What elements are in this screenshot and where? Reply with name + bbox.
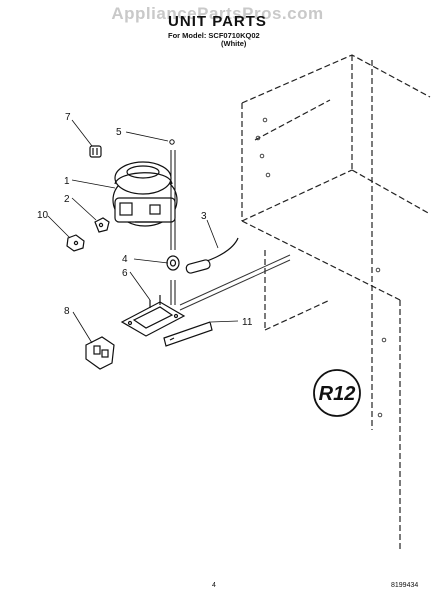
refrigerant-badge: R12 [313, 369, 361, 417]
callout-6: 6 [122, 268, 128, 279]
callout-8: 8 [64, 306, 70, 317]
color-variant: (White) [221, 39, 247, 48]
base-rail [179, 254, 291, 311]
callout-5: 5 [116, 127, 122, 138]
callout-4: 4 [122, 254, 128, 265]
callout-3: 3 [201, 211, 207, 222]
terminal-cover [66, 234, 85, 252]
callout-2: 2 [64, 194, 70, 205]
cord-bracket [85, 336, 115, 370]
grommet [166, 255, 180, 271]
document-number: 8199434 [391, 582, 419, 589]
page-number: 4 [212, 582, 216, 589]
cabinet-fasteners [255, 117, 387, 418]
refrigerant-badge-text: R12 [319, 383, 356, 405]
process-tube [169, 139, 176, 305]
callout-10: 10 [37, 210, 49, 221]
clip [94, 217, 110, 233]
model-line: For Model: SCF0710KQ02 [168, 31, 260, 40]
mounting-bracket [120, 295, 186, 337]
callout-7: 7 [65, 112, 71, 123]
page-title: UNIT PARTS [168, 13, 267, 30]
relay-connector [89, 145, 102, 158]
compressor [112, 161, 178, 227]
watermark: AppliancePartsPros.com [111, 4, 324, 23]
callout-1: 1 [64, 176, 70, 187]
overload-wire [185, 237, 239, 274]
callout-11: 11 [242, 317, 253, 328]
callout-leaders [47, 119, 239, 344]
strap [163, 321, 213, 347]
cabinet-outline [241, 54, 431, 550]
